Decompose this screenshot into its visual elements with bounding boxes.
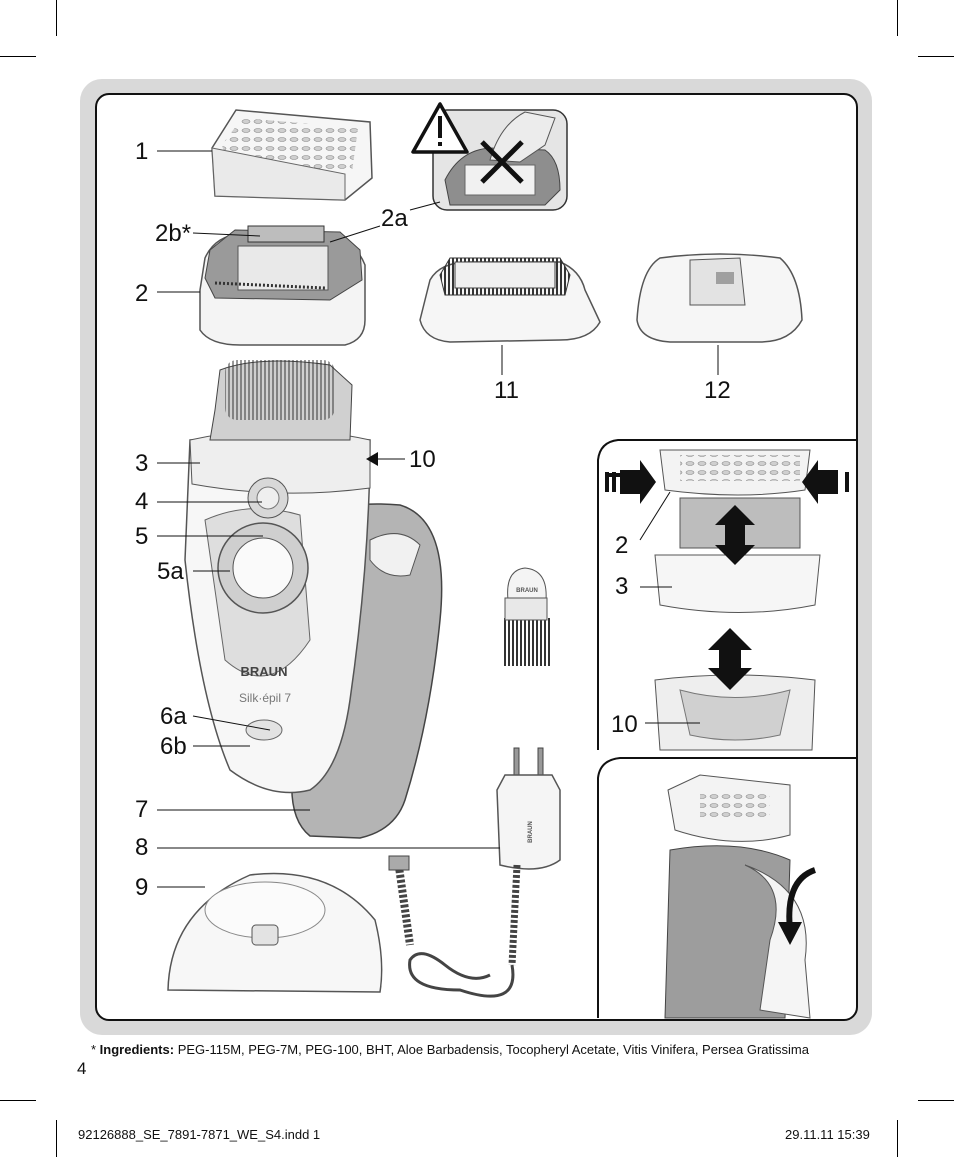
pointer-arrow (366, 452, 378, 466)
push-arrows-icon (605, 460, 849, 504)
cleaning-brush-illustration (502, 567, 550, 666)
shaving-head-illustration (199, 225, 366, 346)
ingredients-footnote: * Ingredients: PEG-115M, PEG-7M, PEG-100… (91, 1042, 809, 1057)
no-touch-cross-icon (480, 140, 524, 184)
device-brand-text: BRAUN (241, 664, 288, 679)
label-3: 3 (135, 450, 149, 477)
page-number: 4 (77, 1059, 87, 1078)
label-5a: 5a (157, 558, 184, 585)
inset-label-3: 3 (615, 573, 629, 600)
power-adapter-illustration (388, 747, 561, 998)
crop-mark (56, 1120, 57, 1157)
vertical-arrows-icon (708, 505, 755, 690)
crop-mark (918, 1100, 954, 1101)
slug-date: 29.11.11 15:39 (785, 1127, 870, 1142)
label-6a: 6a (160, 703, 187, 730)
label-12: 12 (704, 377, 731, 404)
charging-stand-illustration (167, 872, 383, 993)
label-5: 5 (135, 523, 149, 550)
label-8: 8 (135, 834, 149, 861)
crop-mark (0, 56, 36, 57)
label-2: 2 (135, 280, 149, 307)
adapter-brand-text: BRAUN (528, 821, 534, 843)
label-7: 7 (135, 796, 149, 823)
device-model-text: Silk·épil 7 (239, 691, 291, 705)
label-2a: 2a (381, 205, 408, 232)
label-4: 4 (135, 488, 149, 515)
shaver-comb-attachment-illustration (419, 257, 601, 343)
brush-brand-text: BRAUN (516, 588, 538, 594)
leader-lines (157, 150, 719, 888)
label-1: 1 (135, 138, 149, 165)
rotate-arrow-icon (778, 867, 817, 945)
slug-file: 92126888_SE_7891-7871_WE_S4.indd 1 (78, 1127, 321, 1142)
footnote-text: PEG-115M, PEG-7M, PEG-100, BHT, Aloe Bar… (174, 1042, 809, 1057)
label-9: 9 (135, 874, 149, 901)
warning-icon (411, 102, 469, 154)
inset-label-2: 2 (615, 532, 629, 559)
epilator-body-illustration (184, 360, 371, 794)
label-6b: 6b (160, 733, 187, 760)
cap-removal-inset-illustration (597, 757, 857, 1019)
footnote-bold: Ingredients: (99, 1042, 175, 1057)
trimmer-cap-illustration (636, 253, 803, 343)
footnote-prefix: * (91, 1042, 100, 1057)
label-10: 10 (409, 446, 436, 473)
crop-mark (897, 0, 898, 36)
massage-cap-illustration (211, 109, 373, 201)
assembly-inset-illustration (597, 439, 857, 751)
inset-label-10: 10 (611, 711, 638, 738)
crop-mark (918, 56, 954, 57)
label-11: 11 (494, 377, 519, 404)
label-2b: 2b* (155, 220, 192, 247)
crop-mark (0, 1100, 36, 1101)
crop-mark (897, 1120, 898, 1157)
crop-mark (56, 0, 57, 36)
